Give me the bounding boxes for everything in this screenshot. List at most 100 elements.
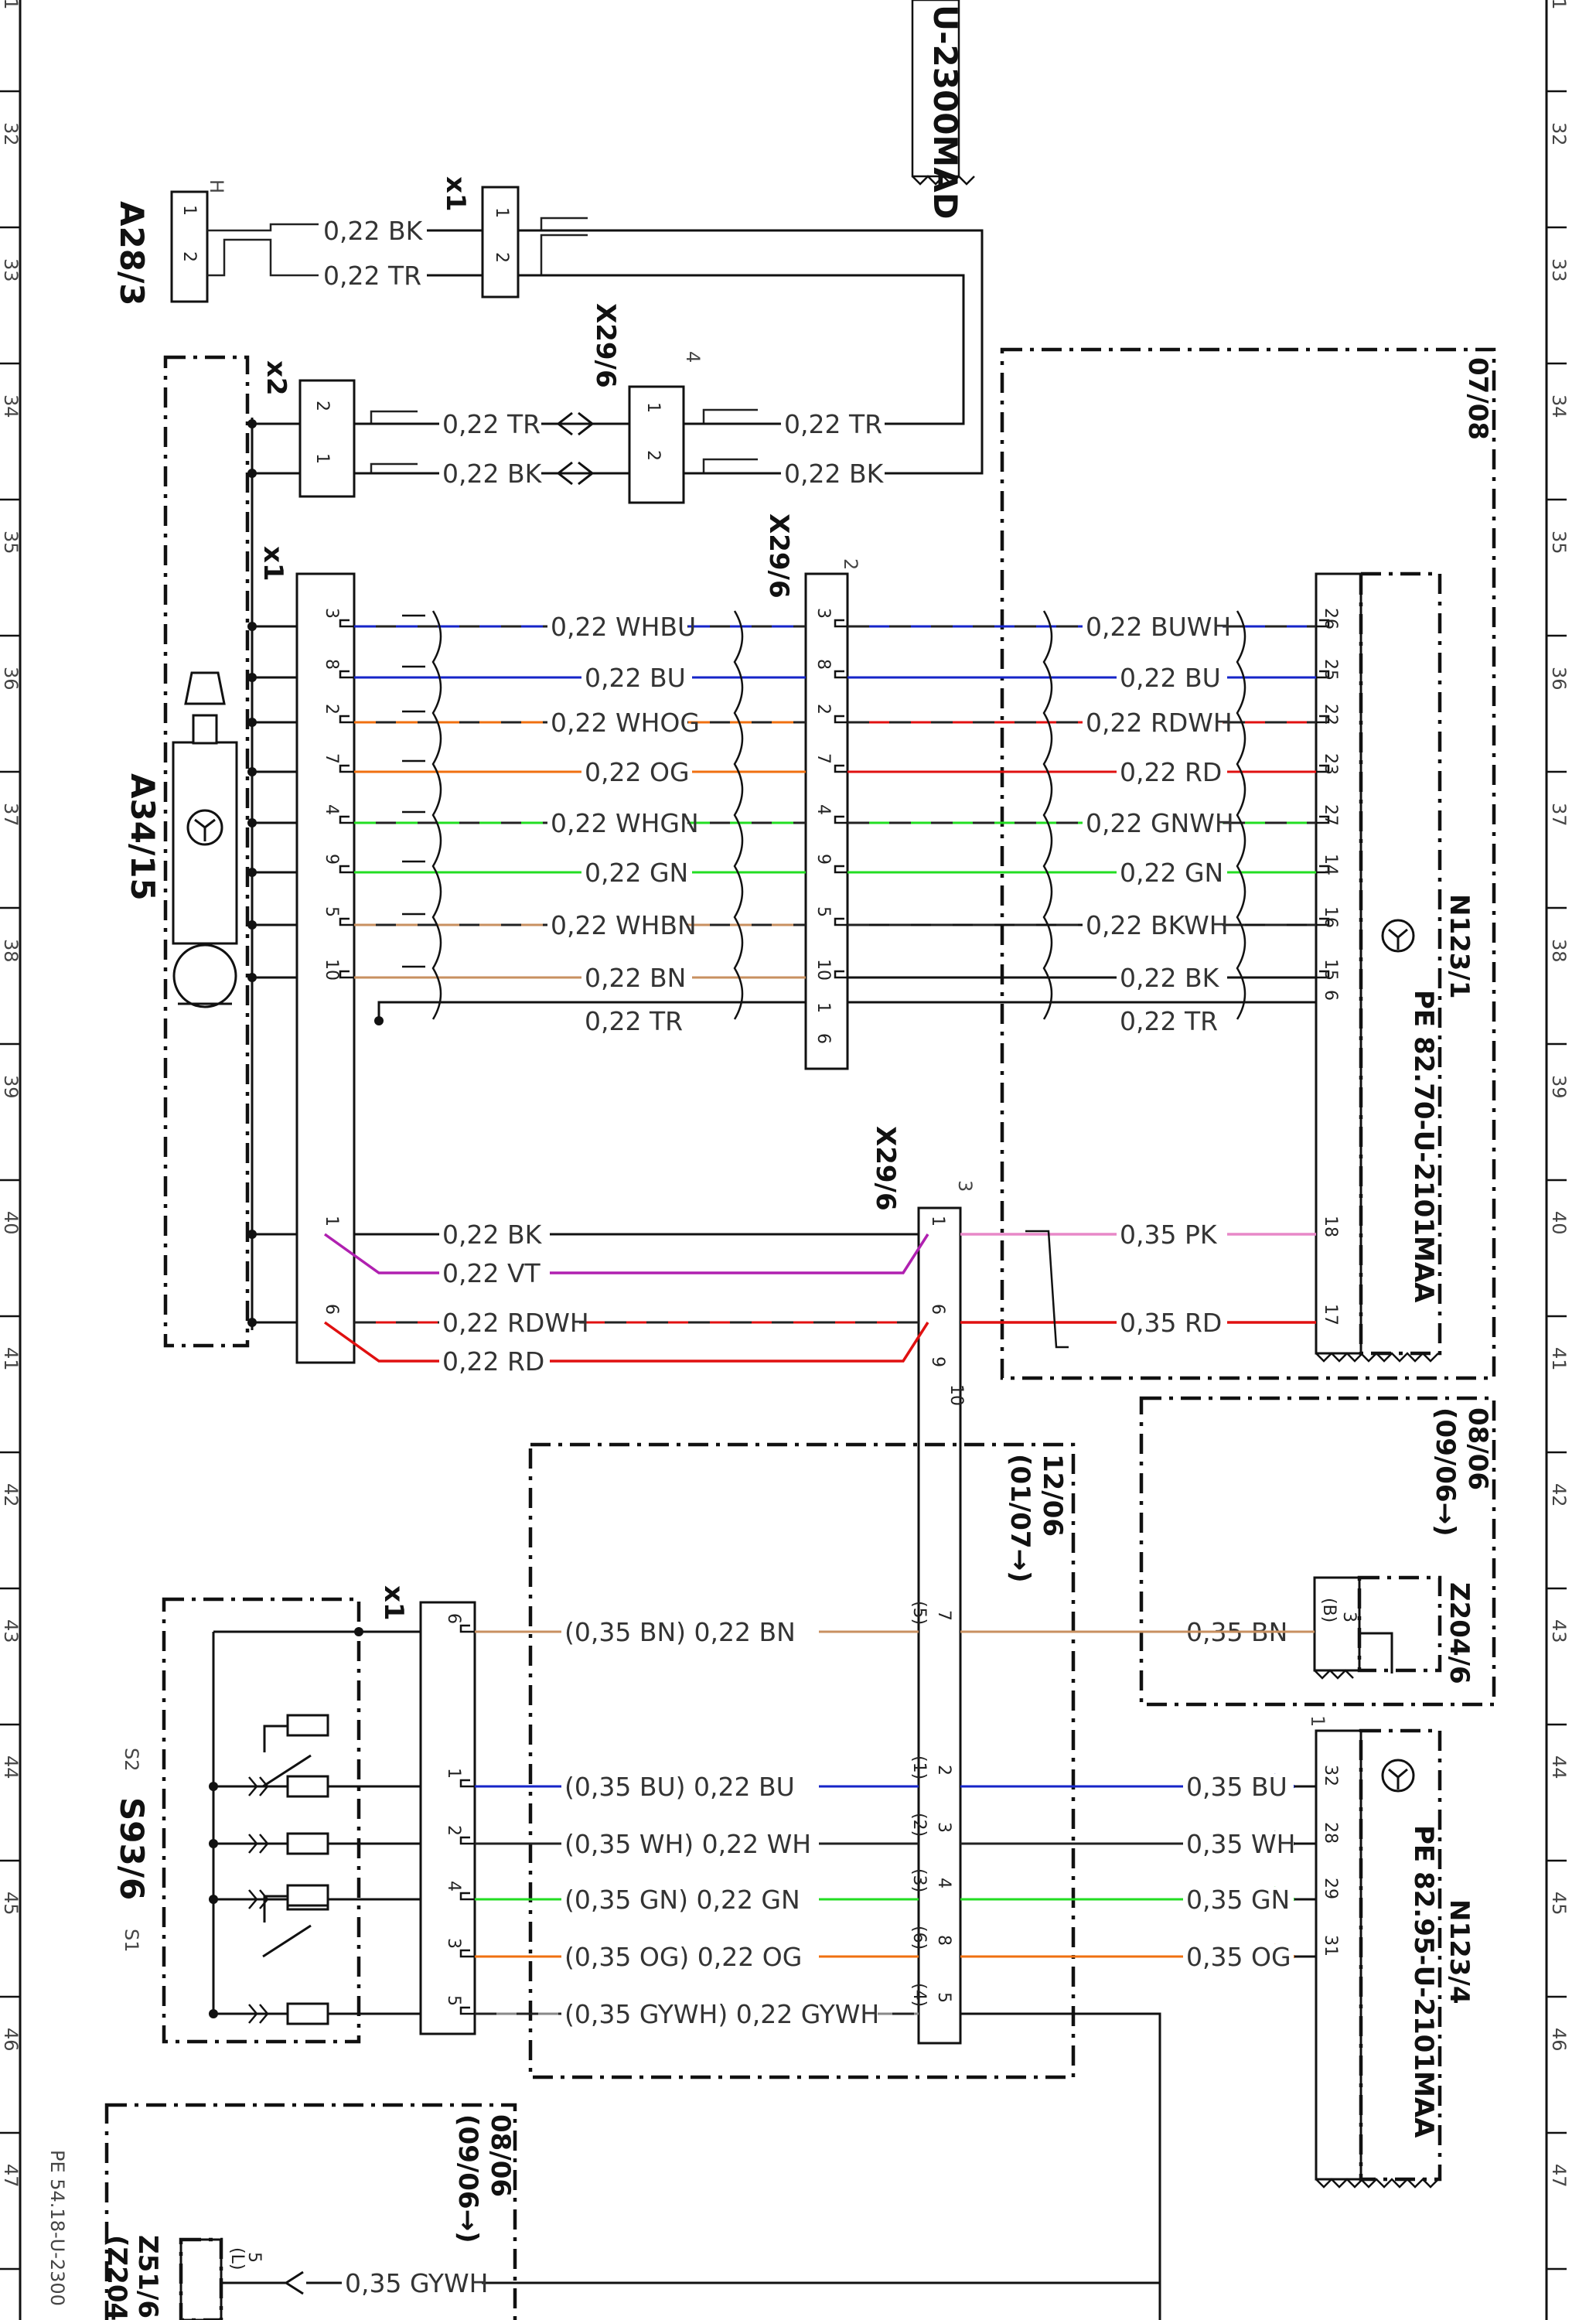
ruler-left-num: 32 [0, 122, 22, 146]
junction-dot [374, 1016, 384, 1025]
wire-label-s7: 0,35 GYWH [345, 2268, 489, 2298]
x1-pin-num: 3 [322, 608, 341, 619]
a34-15-module: A34/15 [124, 355, 254, 1348]
n1234-pin-num: 28 [1321, 1822, 1340, 1844]
wire-tr-left [377, 1001, 806, 1021]
x296b-pin-mark [834, 865, 847, 874]
wire-label-m5b: 0,22 GNWH [1086, 808, 1234, 838]
x1-switch-label: x1 [378, 1585, 409, 1621]
wire-label-s5a: (0,35 OG) 0,22 OG [564, 1942, 802, 1972]
n1231-pin-mark [1316, 670, 1330, 679]
wire-p5 [323, 1321, 929, 1363]
x296c-pin-num: 8 [934, 1935, 953, 1946]
doc-ref: PE 54.18-U-2300 [46, 2150, 68, 2306]
x296b-pin-num: 2 [813, 704, 833, 715]
wire-label-m7a-bg [547, 913, 687, 942]
wire-label-m9a-bg [581, 1008, 692, 1038]
wire-label-p6-bg [1117, 1310, 1227, 1339]
x296b-pin-num: 7 [813, 753, 833, 764]
a28-pin-2: 2 [179, 251, 199, 262]
wire-label-m5b-bg [1083, 810, 1223, 840]
ruler-left-num: 36 [0, 667, 22, 691]
x296c-pin-num: 1 [928, 1216, 947, 1227]
ruler-right-num: 35 [1548, 531, 1570, 554]
x1-pin-num: 6 [322, 1304, 341, 1315]
x296b-pin-num: 10 [813, 959, 833, 981]
x1-pin-num: 9 [322, 854, 341, 865]
ruler-left-num: 37 [0, 803, 22, 827]
a28-3-connector: 1 2 H A28/3 [113, 179, 319, 306]
ruler-right-num: 33 [1548, 258, 1570, 282]
wire-label-s1a-bg [561, 1619, 819, 1649]
right-ruler: 3132333435363738394041424344454647 [1545, 0, 1570, 2320]
wire-label-m3a-bg [547, 710, 687, 739]
junction-dot [247, 868, 257, 877]
n1231-pin-mark [1316, 865, 1330, 874]
x1-pin-num: 8 [322, 659, 341, 670]
date-5-label: (01/07→) [1004, 1454, 1035, 1583]
x2-pin-2: 2 [312, 401, 332, 411]
x296b-pin-mark [834, 619, 847, 628]
x296c-alt-num: (3) [909, 1868, 929, 1892]
x1-pin-num: 1 [322, 1216, 341, 1227]
junction-dot [247, 1318, 257, 1327]
x1-main-label: x1 [257, 546, 288, 582]
s93-s1-label: S1 [121, 1929, 142, 1953]
n1231-pin-num: 18 [1321, 1216, 1340, 1237]
x296b-pin-mark [834, 970, 847, 979]
n1231-pin-num: 26 [1321, 608, 1340, 629]
wire-label-s2a: (0,35 BU) 0,22 BU [564, 1772, 795, 1802]
led-icon [248, 1834, 269, 1854]
ruler-left-num: 46 [0, 2028, 22, 2052]
z204-ref-name: (Z204 [101, 2235, 132, 2320]
wire-label-m3b-bg [1083, 710, 1223, 739]
x1-pin-num: 10 [322, 959, 341, 981]
led-icon [248, 1776, 269, 1796]
ruler-left-num: 44 [0, 1755, 22, 1779]
x1s-pin-mark [459, 1779, 475, 1788]
a34-15-name: A34/15 [124, 773, 162, 901]
wire-label-s6a-bg [561, 2001, 878, 2031]
top-ref-label: U-2300MAD [926, 5, 964, 220]
wire-label-s3a-bg [561, 1831, 819, 1861]
x296b-pin-mark [834, 815, 847, 824]
wire-label-m7b: 0,22 BKWH [1086, 910, 1229, 940]
x296c-alt-num: (1) [909, 1755, 929, 1779]
x1-top-label: x1 [440, 176, 471, 212]
x1-pin-num: 4 [322, 804, 341, 815]
ruler-left-num: 34 [0, 394, 22, 418]
wire-label-m2b: 0,22 BU [1120, 663, 1221, 693]
junction-dot [209, 2009, 218, 2018]
wire-r3a-label: 0,22 TR [442, 409, 541, 439]
twist-marker [431, 610, 442, 1020]
twist-marker [1236, 610, 1246, 1020]
wire-label-m7b-bg [1083, 913, 1223, 942]
x1-pin-mark [339, 815, 354, 824]
junction-dot [247, 718, 257, 727]
x29-6-top-label: X29/6 [590, 303, 621, 388]
x296b-pin-num: 6 [813, 1033, 833, 1044]
x1-pin-num: 5 [322, 906, 341, 917]
s93-variant-region: 12/06 (01/07→) [528, 1442, 1076, 2079]
x2-label: x2 [261, 360, 292, 396]
wire-label-p2: 0,22 VT [442, 1258, 541, 1288]
z204-6-region: 08/06 (09/06→) (B) 3 Z204/6 [1139, 1396, 1496, 1707]
ruler-left-num: 33 [0, 258, 22, 282]
wire-label-m5a-bg [547, 810, 687, 840]
z204-pin-3: 3 [1339, 1612, 1359, 1622]
ruler-right-num: 42 [1548, 1483, 1570, 1507]
wire-r3b-label: 0,22 TR [784, 409, 882, 439]
x29-6-middle-label: X29/6 [763, 513, 794, 599]
x296c-pin-num: 7 [934, 1610, 953, 1621]
wire-label-s2b: 0,35 BU [1186, 1772, 1287, 1802]
junction-dot [247, 920, 257, 930]
x296b-pin-num: 9 [813, 854, 833, 865]
n123-4-pe: PE 82.95-U-2101MAA [1408, 1825, 1439, 2138]
x296b-pin-mark [834, 917, 847, 926]
date-6-label: 08/06 [485, 2114, 516, 2197]
z204-6-name: Z204/6 [1444, 1582, 1475, 1684]
date-3-label: (09/06→) [1430, 1407, 1461, 1537]
